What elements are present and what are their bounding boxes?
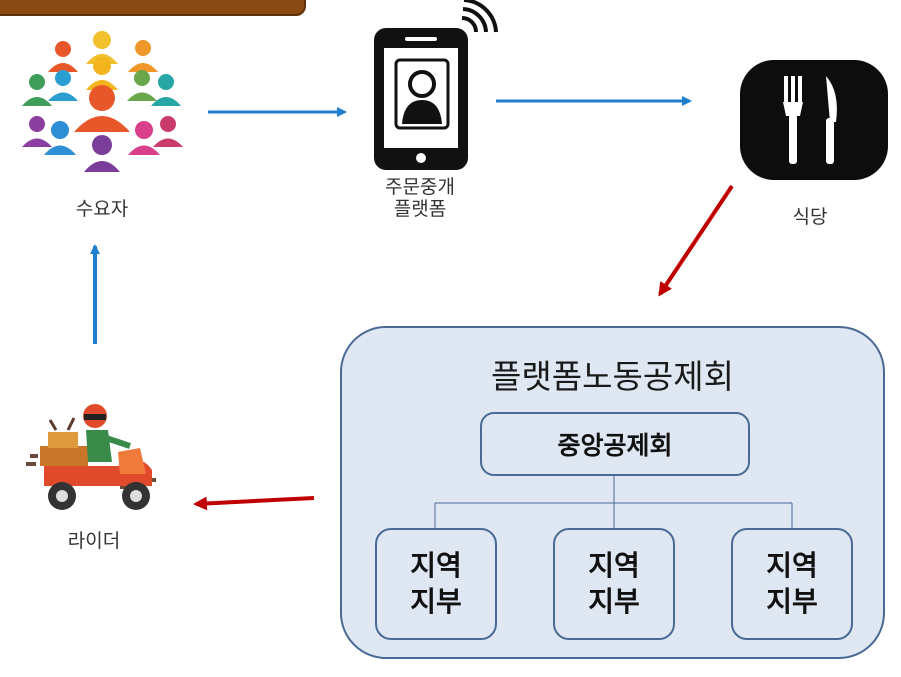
branch-line1: 지역: [766, 549, 818, 582]
platform-label-line2: 플랫폼: [393, 198, 447, 220]
rider-scooter-icon: [26, 404, 156, 510]
arrow-union-to-rider: [193, 496, 315, 511]
restaurant-icon: [740, 60, 888, 180]
consumer-label: 수요자: [75, 198, 129, 220]
arrow-restaurant-to-union: [658, 184, 734, 297]
smartphone-icon: [374, 0, 498, 170]
header-bar: [0, 0, 306, 16]
regional-branch-box: 지역 지부: [731, 528, 853, 640]
union-title: 플랫폼노동공제회: [491, 357, 734, 396]
regional-branch-box: 지역 지부: [375, 528, 497, 640]
rider-label: 라이더: [67, 530, 121, 552]
central-union-label: 중앙공제회: [557, 431, 673, 460]
regional-branch-box: 지역 지부: [553, 528, 675, 640]
restaurant-label: 식당: [792, 206, 828, 228]
branch-line2: 지부: [588, 585, 640, 618]
central-union-box: 중앙공제회: [480, 412, 750, 476]
branch-line1: 지역: [410, 549, 462, 582]
branch-line1: 지역: [588, 549, 640, 582]
platform-label-line1: 주문중개: [385, 176, 455, 198]
consumer-group-icon: [22, 31, 183, 172]
branch-line2: 지부: [410, 585, 462, 618]
branch-line2: 지부: [766, 585, 818, 618]
